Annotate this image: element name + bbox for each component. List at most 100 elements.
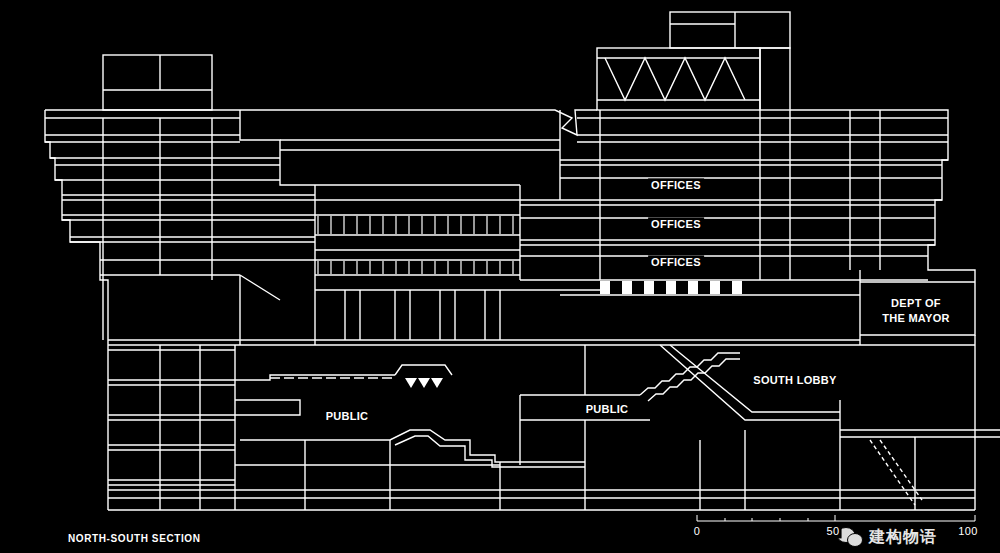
public-hall — [235, 375, 395, 380]
podium — [108, 419, 235, 420]
podium — [108, 384, 235, 385]
floor-line — [62, 219, 315, 220]
truss-frame — [760, 48, 790, 110]
podium — [699, 440, 700, 510]
public-hall — [240, 430, 585, 462]
council-chamber — [394, 290, 395, 340]
podium — [584, 420, 585, 510]
podium — [159, 345, 160, 510]
scale-bar — [835, 515, 836, 521]
grand-stair — [640, 345, 922, 505]
truss-frame — [597, 48, 790, 110]
room-label: PUBLIC — [323, 409, 372, 424]
podium — [108, 509, 975, 510]
scale-number: 100 — [956, 525, 979, 538]
public-hall — [270, 377, 395, 378]
floor-line — [859, 270, 860, 345]
scale-bar — [697, 521, 975, 522]
window-mullion — [688, 281, 698, 294]
floor-line — [849, 110, 850, 270]
floor-line — [62, 194, 315, 195]
council-chamber — [240, 275, 280, 345]
window-mullion — [600, 281, 742, 294]
truss-frame — [597, 99, 760, 100]
floor-line — [577, 141, 948, 142]
public-hall — [235, 365, 650, 467]
floor-line — [520, 279, 928, 280]
podium — [840, 429, 1000, 430]
grand-stair — [880, 440, 922, 500]
floor-line — [62, 214, 315, 215]
podium — [304, 440, 305, 510]
floor-line — [211, 118, 212, 280]
stage-podium — [405, 378, 417, 388]
window-mullion — [710, 281, 720, 294]
window-mullion — [622, 281, 632, 294]
council-chamber — [280, 139, 560, 140]
podium — [108, 489, 975, 490]
public-hall — [395, 436, 585, 467]
floor-line — [520, 255, 928, 256]
podium — [108, 449, 235, 450]
watermark-icon — [848, 534, 863, 547]
floor-line — [560, 164, 942, 165]
scale-bar — [808, 518, 809, 521]
floor-line — [62, 199, 315, 200]
council-chamber — [315, 289, 600, 290]
scale-bar — [975, 515, 976, 521]
roof-block — [103, 55, 212, 110]
podium — [108, 339, 860, 340]
podium — [108, 379, 235, 380]
podium — [108, 414, 235, 415]
drawing-title: NORTH-SOUTH SECTION — [66, 533, 203, 544]
scale-bar — [725, 518, 726, 521]
floor-line — [50, 157, 280, 158]
scale-bar — [697, 515, 698, 521]
floor-line — [789, 110, 790, 280]
floor-line — [577, 134, 948, 135]
council-chamber — [315, 214, 520, 215]
scale-bar — [780, 518, 781, 521]
podium — [108, 484, 235, 485]
council-chamber — [315, 234, 520, 235]
grand-stair — [670, 345, 840, 412]
roof-block — [103, 12, 790, 110]
floor-line — [879, 110, 880, 270]
podium — [914, 437, 915, 510]
public-hall — [520, 419, 650, 420]
scale-bar — [752, 518, 753, 521]
podium — [839, 400, 840, 510]
floor-line — [560, 294, 860, 295]
building-outline — [577, 117, 948, 118]
podium — [389, 440, 390, 510]
grand-stair — [660, 345, 840, 420]
council-chamber — [559, 110, 560, 200]
council-chamber — [240, 110, 600, 345]
podium — [974, 335, 975, 510]
council-chamber — [316, 216, 519, 234]
watermark: 建构物语 — [866, 526, 940, 547]
podium — [499, 462, 500, 510]
public-hall — [520, 394, 640, 395]
podium — [235, 464, 500, 465]
podium — [234, 345, 235, 510]
council-chamber — [359, 290, 360, 340]
public-hall — [395, 365, 452, 375]
building-outline — [790, 110, 975, 335]
podium — [108, 344, 975, 345]
podium — [108, 335, 1000, 510]
council-chamber — [439, 290, 440, 340]
floor-line — [520, 204, 935, 205]
floor-line — [45, 134, 240, 135]
public-hall — [235, 400, 300, 415]
floor-line — [70, 236, 315, 237]
floor-line — [100, 274, 240, 275]
floor-line — [102, 118, 103, 340]
window-mullion — [666, 281, 676, 294]
podium — [108, 349, 235, 350]
podium — [584, 345, 585, 395]
council-chamber — [316, 261, 519, 274]
room-label: OFFICES — [648, 217, 704, 232]
building-outline — [45, 110, 108, 510]
